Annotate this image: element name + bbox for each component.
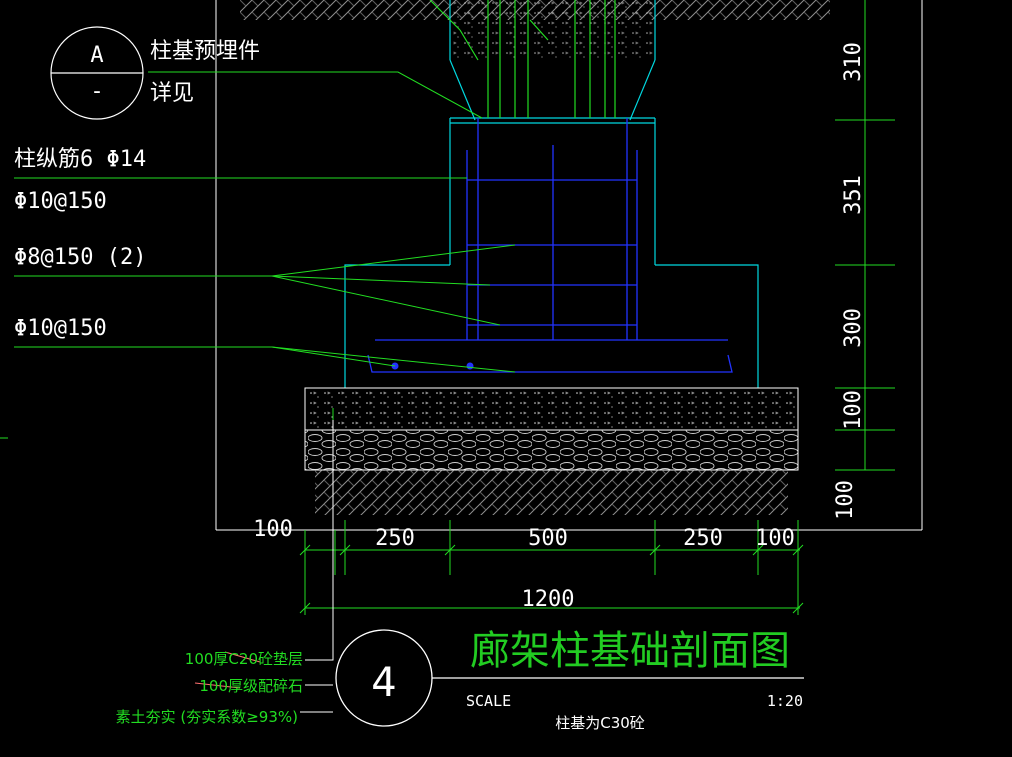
title-block: 4 廊架柱基础剖面图 SCALE 1:20 柱基为C30砼 — [335, 628, 804, 732]
dim-overall-1200: 1200 — [522, 587, 575, 612]
rebar-dot-2 — [466, 362, 474, 370]
layer-concrete-cushion: 100厚C20砼垫层 — [185, 650, 303, 668]
note-rebar-2: Φ8@150 (2) — [14, 245, 146, 270]
note-stirrup-1: Φ10@150 — [14, 189, 107, 214]
embedded-part — [429, 0, 616, 118]
detail-marker-top: A — [90, 43, 103, 68]
scale-value: 1:20 — [767, 692, 803, 710]
gravel-layer — [304, 429, 799, 471]
dim-bottom-250-right: 250 — [683, 526, 723, 551]
dim-bottom-250-left: 250 — [375, 526, 415, 551]
layer-leaders — [194, 420, 334, 713]
dim-bottom-100-right: 100 — [755, 526, 795, 551]
drawing-title: 廊架柱基础剖面图 — [470, 628, 790, 674]
concrete-grade-note: 柱基为C30砼 — [555, 714, 645, 732]
dim-right-310: 310 — [841, 42, 866, 82]
upper-column-fill — [452, 0, 653, 58]
dim-right-300: 300 — [841, 308, 866, 348]
drawing-frame — [215, 0, 923, 531]
note-see-detail: 详见 — [150, 81, 194, 106]
concrete-cushion-layer — [304, 387, 799, 431]
detail-marker-bottom: - — [90, 79, 103, 104]
column-section — [344, 0, 759, 388]
note-bottom-mesh: Φ10@150 — [14, 316, 107, 341]
dim-right-351: 351 — [841, 175, 866, 215]
dim-bottom-500: 500 — [528, 526, 568, 551]
detail-marker: A - — [50, 26, 144, 120]
dim-bottom-100-left: 100 — [253, 517, 293, 542]
bottom-dimension-chain — [299, 408, 804, 615]
dim-right-100-a: 100 — [841, 390, 866, 430]
soil-layer — [315, 470, 788, 515]
note-embedded-parts: 柱基预埋件 — [150, 39, 260, 64]
right-dimension-chain — [835, 0, 895, 471]
layer-gravel: 100厚级配碎石 — [199, 677, 303, 695]
dim-right-100-b: 100 — [833, 480, 858, 520]
section-number: 4 — [371, 660, 396, 706]
leader-lines — [0, 71, 516, 439]
layer-soil: 素土夯实 (夯实系数≥93%) — [116, 708, 298, 726]
rebar-cage — [367, 118, 733, 373]
scale-label: SCALE — [466, 692, 511, 710]
note-column-longitudinal: 柱纵筋6 Φ14 — [14, 147, 146, 172]
